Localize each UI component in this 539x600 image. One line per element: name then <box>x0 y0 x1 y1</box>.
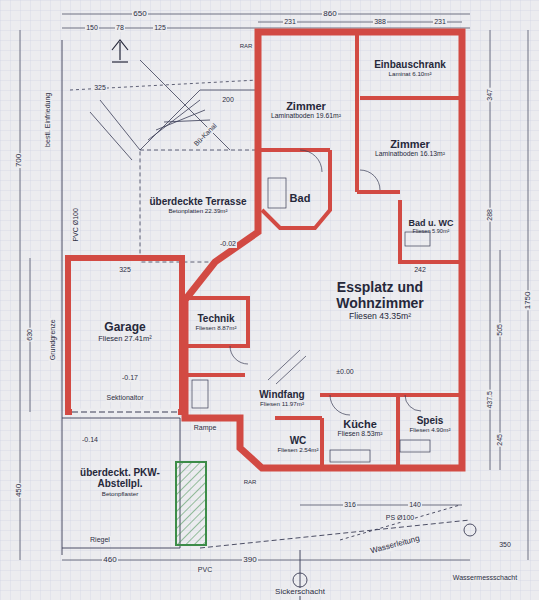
note-text: PVC <box>197 566 213 574</box>
dimension-text: 390 <box>242 556 257 565</box>
dimension-text: 288 <box>486 208 494 222</box>
note-text: PS Ø100 <box>385 514 415 522</box>
room-name: Speis <box>401 415 459 427</box>
room-name: Windfang <box>245 389 319 401</box>
garage-walls <box>68 258 182 412</box>
room-name: überdeckt. PKW-Abstellpl. <box>67 467 173 490</box>
dimension-text: 630 <box>26 328 34 342</box>
garage-door-opening <box>72 409 178 416</box>
room-name: WC <box>276 435 320 447</box>
dimension-text: 231 <box>433 18 447 26</box>
room-floor-area: Laminatboden 19.61m² <box>262 112 350 120</box>
room-label: SpeisFliesen 4.90m² <box>401 415 459 434</box>
room-floor-area: Laminat 6.10m² <box>362 70 458 77</box>
dimension-text: 437.5 <box>486 390 494 410</box>
note-text: Wassermessschacht <box>452 574 518 582</box>
note-text: Sektionaltor <box>106 394 145 402</box>
room-label: WCFliesen 2.54m² <box>276 435 320 454</box>
room-label: GarageFliesen 27.41m² <box>75 321 175 343</box>
room-label: Bad <box>280 192 320 205</box>
room-name: Bad <box>280 192 320 205</box>
room-floor-area: Betonpflaster <box>67 490 173 497</box>
note-text: RAR <box>243 479 258 486</box>
room-floor-area: Fliesen 11.97m² <box>245 400 319 407</box>
room-floor-area: Fliesen 8.87m² <box>187 324 245 331</box>
room-floor-area: Fliesen 27.41m² <box>75 335 175 344</box>
dimension-text: 245 <box>496 433 504 447</box>
room-label: WindfangFliesen 11.97m² <box>245 389 319 408</box>
dimension-text: 150 <box>85 24 99 32</box>
room-label: ZimmerLaminatboden 19.61m² <box>262 100 350 120</box>
room-label: KücheFliesen 8.53m² <box>325 418 395 438</box>
room-floor-area: Fliesen 8.53m² <box>325 430 395 438</box>
room-floor-area: Fliesen 2.54m² <box>276 446 320 453</box>
room-label: überdeckte TerrasseBetonplatten 22.39m² <box>148 196 248 215</box>
site-lines <box>62 40 476 600</box>
dimension-text: 347 <box>486 88 494 102</box>
dimension-text: 325 <box>93 84 107 92</box>
room-label: EinbauschrankLaminat 6.10m² <box>362 59 458 78</box>
dimension-text: -0.02 <box>219 240 237 248</box>
room-label: überdeckt. PKW-Abstellpl.Betonpflaster <box>67 467 173 497</box>
dimension-text: 242 <box>413 266 427 274</box>
note-text: bestl. Einfriedung <box>44 92 52 148</box>
room-name: Technik <box>187 313 245 325</box>
room-name: Einbauschrank <box>362 59 458 71</box>
note-text: PVC Ø100 <box>72 207 80 242</box>
room-name: Garage <box>75 321 175 335</box>
dimension-text: 140 <box>408 501 422 509</box>
room-name: Küche <box>325 418 395 431</box>
dimension-text: 200 <box>221 96 235 104</box>
terrace-stairs <box>70 60 258 262</box>
dimension-text: 1750 <box>524 290 533 310</box>
room-label: Essplatz und WohnzimmerFliesen 43.35m² <box>305 279 455 321</box>
dimension-text: 860 <box>322 10 337 19</box>
room-floor-area: Laminatboden 16.13m² <box>363 150 457 158</box>
note-text: Rampe <box>193 424 218 432</box>
dimension-text: 231 <box>283 18 297 26</box>
dimension-text: ±0.00 <box>335 368 354 376</box>
room-floor-area: Betonplatten 22.39m² <box>148 207 248 214</box>
dimension-lines <box>20 14 528 560</box>
north-arrow <box>112 40 128 62</box>
dimension-text: 316 <box>343 501 357 509</box>
note-text: Grundgrenze <box>48 319 56 362</box>
dimension-text: 505 <box>496 323 504 337</box>
room-name: Essplatz und Wohnzimmer <box>305 279 455 311</box>
room-label: TechnikFliesen 8.87m² <box>187 313 245 332</box>
room-floor-area: Fliesen 5.90m² <box>403 228 459 234</box>
room-label: Bad u. WCFliesen 5.90m² <box>403 218 459 235</box>
dimension-text: 125 <box>153 24 167 32</box>
dimension-text: 700 <box>16 152 25 167</box>
dimension-text: 450 <box>16 482 25 497</box>
dimension-text: 350 <box>498 541 512 549</box>
room-floor-area: Fliesen 4.90m² <box>401 426 459 433</box>
dimension-text: 650 <box>132 10 147 19</box>
dimension-text: 388 <box>373 18 387 26</box>
room-name: Zimmer <box>363 138 457 151</box>
room-name: Zimmer <box>262 100 350 113</box>
dimension-text: -0.14 <box>81 436 99 444</box>
dimension-text: 460 <box>102 556 117 565</box>
note-text: Sickerschacht <box>274 588 326 597</box>
room-name: Bad u. WC <box>403 218 459 228</box>
note-text: RAR <box>239 43 254 50</box>
garage-door <box>72 412 178 413</box>
exterior-walls <box>185 32 462 468</box>
interior-walls <box>185 32 462 468</box>
note-text: Riegel <box>89 536 111 544</box>
room-label: ZimmerLaminatboden 16.13m² <box>363 138 457 158</box>
room-floor-area: Fliesen 43.35m² <box>305 311 455 321</box>
room-name: überdeckte Terrasse <box>148 196 248 208</box>
dimension-text: 78 <box>115 24 125 32</box>
planting-bed <box>176 462 206 545</box>
dimension-text: -0.17 <box>121 374 139 382</box>
dimension-text: 325 <box>118 266 132 274</box>
